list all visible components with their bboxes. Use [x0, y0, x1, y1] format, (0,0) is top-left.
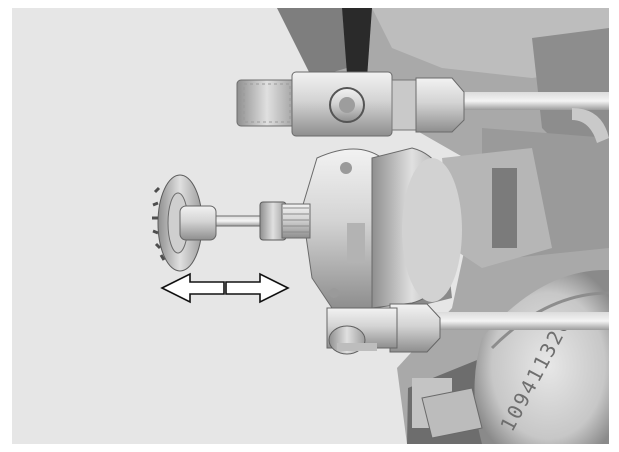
upper-fitting [236, 71, 465, 137]
double-arrow-icon [160, 272, 290, 304]
valve-body [301, 147, 462, 309]
mechanical-photo: 109411326 [152, 8, 609, 444]
adjuster-knob[interactable] [152, 174, 311, 272]
upper-pipe [462, 92, 609, 143]
lower-fitting [326, 303, 609, 439]
photo-frame: 109411326 [12, 8, 609, 444]
